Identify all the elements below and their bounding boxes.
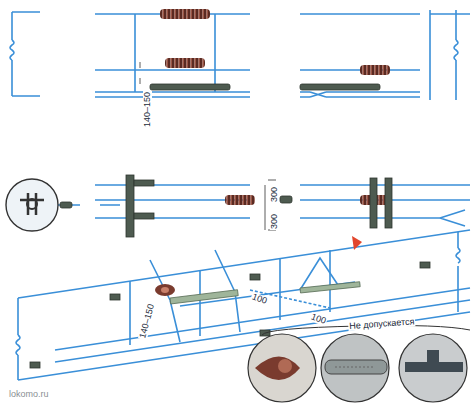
note-label: Не допускается xyxy=(348,317,416,331)
watermark: lokomo.ru xyxy=(8,390,50,399)
dimension-label: 300 xyxy=(270,186,279,203)
dimension-label: 300 xyxy=(270,213,279,230)
dimension-label: 140–150 xyxy=(143,91,152,128)
